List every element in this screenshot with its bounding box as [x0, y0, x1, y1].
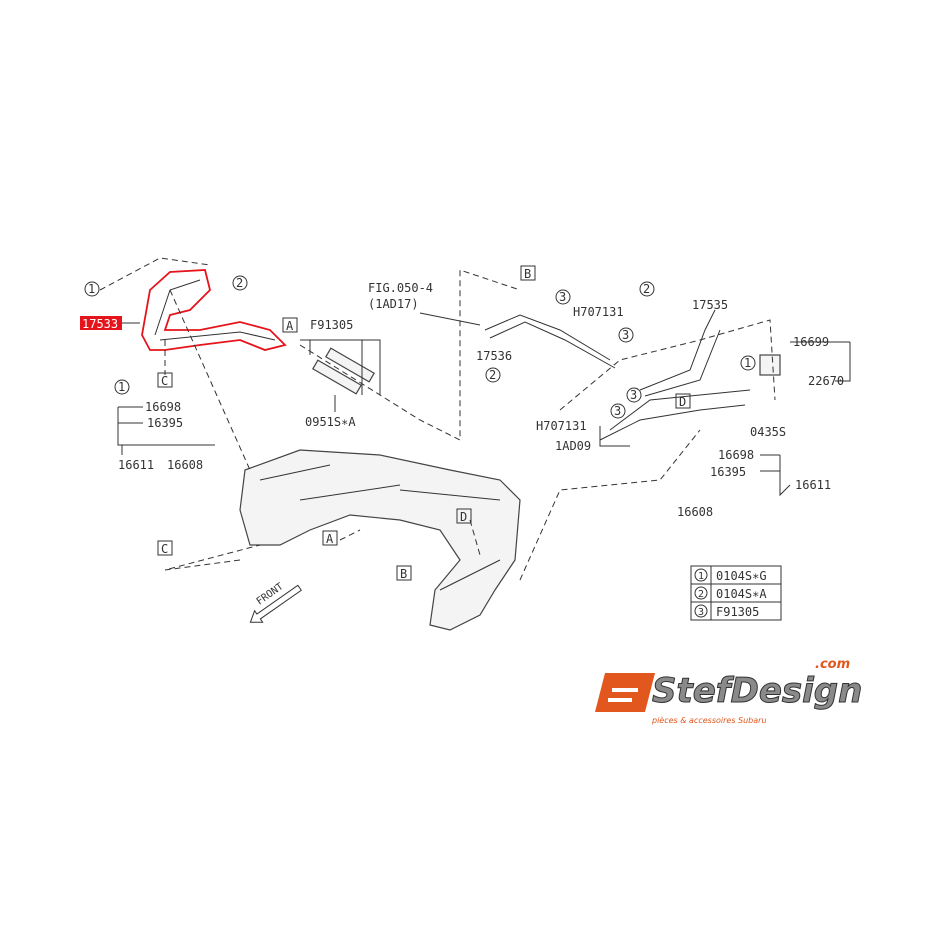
- legend-ref: 3: [698, 607, 704, 618]
- label-h707131[interactable]: H707131: [573, 305, 624, 319]
- label-16611[interactable]: 16611: [118, 458, 154, 472]
- ref-1: 1: [118, 380, 125, 394]
- label-16395[interactable]: 16395: [710, 465, 746, 479]
- ref-1: 1: [88, 282, 95, 296]
- box-b: B: [400, 567, 407, 581]
- box-d: D: [679, 395, 686, 409]
- ref-2: 2: [643, 282, 650, 296]
- label-1ad09[interactable]: 1AD09: [555, 439, 591, 453]
- box-d: D: [460, 510, 467, 524]
- ref-1: 1: [744, 356, 751, 370]
- label-17533[interactable]: 17533: [82, 317, 118, 331]
- ref-3: 3: [559, 290, 566, 304]
- label-0951s[interactable]: 0951S∗A: [305, 415, 356, 429]
- ref-circles: 1 1 2 3 3 2 2 1 3 3: [84, 275, 756, 419]
- ref-2: 2: [236, 276, 243, 290]
- box-a: A: [326, 532, 334, 546]
- legend-part: 0104S∗A: [716, 587, 767, 601]
- label-h707131[interactable]: H707131: [536, 419, 587, 433]
- label-16699[interactable]: 16699: [793, 335, 829, 349]
- label-f91305[interactable]: F91305: [310, 318, 353, 332]
- label-16395[interactable]: 16395: [147, 416, 183, 430]
- legend-part: F91305: [716, 605, 759, 619]
- front-label: FRONT: [255, 581, 286, 607]
- label-17535[interactable]: 17535: [692, 298, 728, 312]
- label-0435s[interactable]: 0435S: [750, 425, 786, 439]
- ref-3: 3: [622, 328, 629, 342]
- label-16611[interactable]: 16611: [795, 478, 831, 492]
- legend-part: 0104S∗G: [716, 569, 767, 583]
- box-a: A: [286, 319, 294, 333]
- ref-2: 2: [489, 368, 496, 382]
- label-fig-sub: (1AD17): [368, 297, 419, 311]
- solid-leaders: [117, 312, 851, 497]
- logo-tagline: pièces & accessoires Subaru: [651, 715, 767, 725]
- ref-3: 3: [630, 388, 637, 402]
- logo-text: StefDesign: [652, 671, 862, 711]
- stefdesign-logo: StefDesign .com pièces & accessoires Sub…: [595, 657, 863, 725]
- legend-table: 1 0104S∗G 2 0104S∗A 3 F91305: [690, 565, 782, 621]
- legend-ref: 1: [698, 571, 704, 582]
- connection-boxes: A A B B C C D D: [157, 265, 691, 581]
- box-c: C: [161, 542, 168, 556]
- label-22670[interactable]: 22670: [808, 374, 844, 388]
- label-17536[interactable]: 17536: [476, 349, 512, 363]
- label-16608[interactable]: 16608: [167, 458, 203, 472]
- ref-3: 3: [614, 404, 621, 418]
- selected-part-highlight: [80, 316, 122, 330]
- logo-suffix: .com: [815, 657, 850, 672]
- legend-ref: 2: [698, 589, 704, 600]
- intake-manifold: [239, 449, 521, 631]
- label-16698[interactable]: 16698: [718, 448, 754, 462]
- logo-sj-icon: [595, 673, 655, 712]
- box-c: C: [161, 374, 168, 388]
- label-16608[interactable]: 16608: [677, 505, 713, 519]
- front-arrow: FRONT: [249, 581, 302, 623]
- dashed-leaders: [99, 257, 776, 581]
- label-16698[interactable]: 16698: [145, 400, 181, 414]
- fuel-pipe-17533[interactable]: [141, 269, 287, 351]
- part-labels: F91305 0951S∗A 16698 16395 16611 16608 F…: [118, 281, 844, 519]
- label-fig-ref[interactable]: FIG.050-4: [368, 281, 433, 295]
- box-b: B: [524, 267, 531, 281]
